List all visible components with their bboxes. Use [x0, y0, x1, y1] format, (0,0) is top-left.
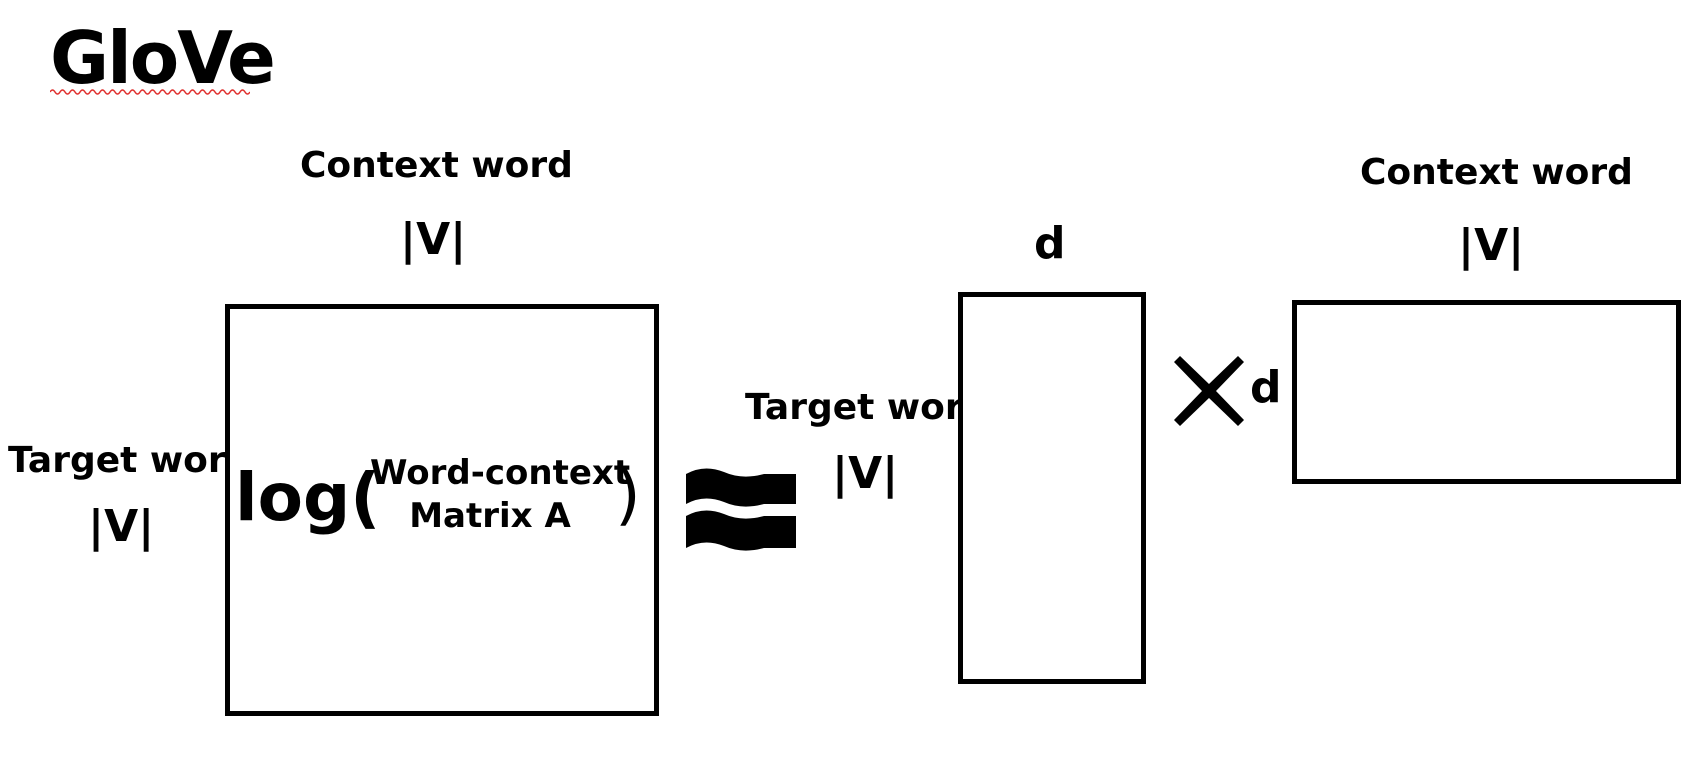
matrix-label-line1: Word-context: [370, 453, 631, 493]
left-context-word-label: Context word: [300, 145, 573, 186]
middle-column-dim-label: d: [1034, 218, 1066, 269]
page-title: GloVe: [50, 16, 276, 100]
right-context-dim-label: |V|: [1458, 220, 1525, 271]
left-target-dim-label: |V|: [88, 501, 155, 552]
cooccurrence-matrix-box: [225, 304, 659, 716]
left-target-word-label: Target word: [8, 440, 252, 481]
context-embedding-matrix-box: [1292, 300, 1681, 484]
word-context-matrix-label: Word-context Matrix A: [370, 452, 631, 537]
close-parenthesis: ): [615, 456, 641, 533]
left-context-dim-label: |V|: [400, 214, 467, 265]
middle-target-word-label: Target word: [745, 387, 989, 428]
approximately-equal-icon: [686, 468, 796, 551]
spellcheck-underline-icon: [50, 89, 250, 95]
target-embedding-matrix-box: [958, 292, 1146, 684]
right-context-word-label: Context word: [1360, 152, 1633, 193]
middle-target-dim-label: |V|: [832, 448, 899, 499]
log-function-label: log(: [235, 459, 381, 536]
matrix-label-line2: Matrix A: [409, 495, 571, 536]
multiply-icon: [1174, 356, 1244, 426]
right-row-dim-label: d: [1250, 362, 1282, 413]
